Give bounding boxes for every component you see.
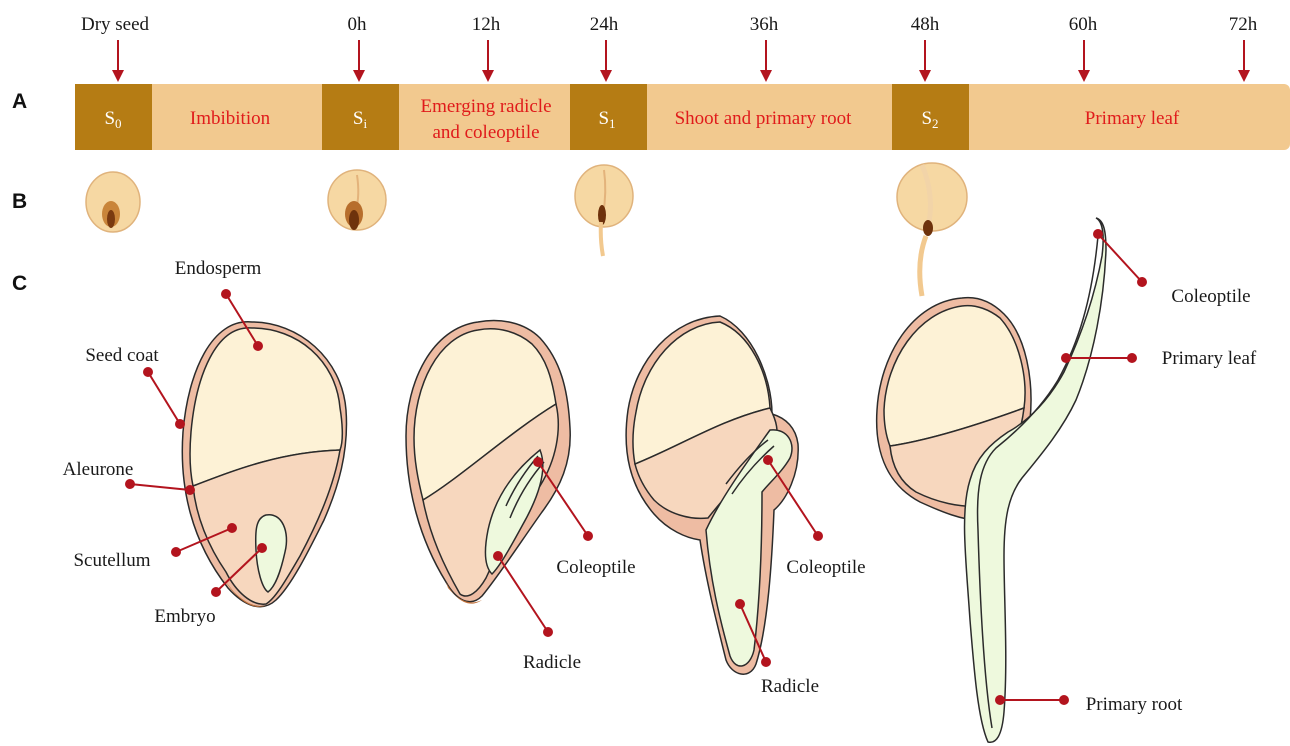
phase-primary-leaf: Primary leaf bbox=[1085, 108, 1180, 129]
seed-photo-si bbox=[328, 170, 386, 230]
seed-diagram-emerging bbox=[406, 321, 570, 604]
seed-photo-s0 bbox=[86, 172, 140, 232]
phase-imbibition: Imbibition bbox=[190, 108, 271, 129]
label-radicle-2: Radicle bbox=[523, 652, 581, 673]
phase-emerging-line2: and coleoptile bbox=[432, 122, 539, 143]
tick-label-48h: 48h bbox=[911, 14, 940, 35]
panel-label-b: B bbox=[12, 190, 27, 213]
label-primary-root: Primary root bbox=[1086, 694, 1183, 715]
tick-arrow-dry-seed bbox=[112, 40, 124, 82]
label-coleoptile-4: Coleoptile bbox=[1171, 286, 1250, 307]
tick-arrow-12h bbox=[482, 40, 494, 82]
panel-label-c: C bbox=[12, 272, 27, 295]
tick-arrow-60h bbox=[1078, 40, 1090, 82]
seed-diagram-shoot bbox=[626, 316, 798, 674]
tick-arrow-72h bbox=[1238, 40, 1250, 82]
tick-arrow-0h bbox=[353, 40, 365, 82]
seed-photo-s1 bbox=[575, 165, 633, 256]
tick-label-24h: 24h bbox=[590, 14, 619, 35]
tick-arrow-24h bbox=[600, 40, 612, 82]
seed-diagram-leaf bbox=[877, 218, 1106, 742]
label-primary-leaf: Primary leaf bbox=[1162, 348, 1257, 369]
tick-label-dry-seed: Dry seed bbox=[81, 14, 150, 35]
label-seed-coat: Seed coat bbox=[85, 345, 159, 366]
label-aleurone: Aleurone bbox=[63, 459, 134, 480]
leader-primary-root bbox=[995, 695, 1069, 705]
tick-label-36h: 36h bbox=[750, 14, 779, 35]
tick-label-72h: 72h bbox=[1229, 14, 1258, 35]
seed-photo-s2 bbox=[897, 163, 967, 296]
label-scutellum: Scutellum bbox=[73, 550, 150, 571]
tick-arrow-48h bbox=[919, 40, 931, 82]
label-endosperm: Endosperm bbox=[175, 258, 262, 279]
seed-diagram-dry bbox=[182, 322, 346, 607]
label-coleoptile-2: Coleoptile bbox=[556, 557, 635, 578]
tick-label-0h: 0h bbox=[348, 14, 368, 35]
leader-seed-coat bbox=[143, 367, 185, 429]
phase-shoot-root: Shoot and primary root bbox=[675, 108, 853, 129]
label-radicle-3: Radicle bbox=[761, 676, 819, 697]
timeline: S0 Si S1 S2 Imbibition Emerging radicle … bbox=[75, 14, 1290, 150]
tick-label-12h: 12h bbox=[472, 14, 501, 35]
label-embryo: Embryo bbox=[154, 606, 215, 627]
tick-label-60h: 60h bbox=[1069, 14, 1098, 35]
label-coleoptile-3: Coleoptile bbox=[786, 557, 865, 578]
tick-arrow-36h bbox=[760, 40, 772, 82]
phase-emerging-line1: Emerging radicle bbox=[420, 96, 551, 117]
panel-label-a: A bbox=[12, 90, 27, 113]
